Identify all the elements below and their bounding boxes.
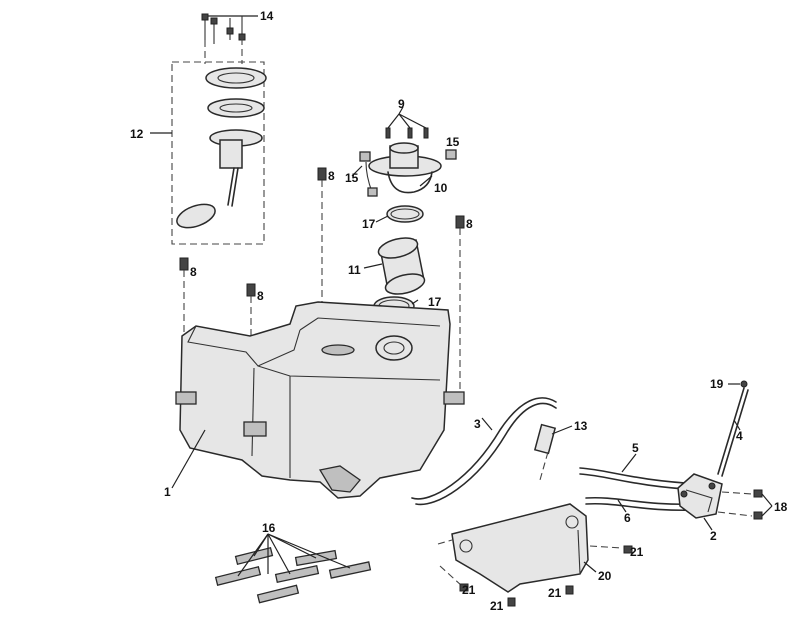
fuel-pump-2 bbox=[677, 473, 723, 519]
callout-15-right: 15 bbox=[446, 135, 460, 149]
callout-21-left: 21 bbox=[462, 583, 476, 597]
callout-19: 19 bbox=[710, 377, 724, 391]
callout-8-upper: 8 bbox=[328, 169, 335, 183]
callout-15-left: 15 bbox=[345, 171, 359, 185]
callout-3: 3 bbox=[474, 417, 481, 431]
callout-17-upper: 17 bbox=[362, 217, 376, 231]
vent-tube-4 bbox=[717, 380, 749, 477]
callout-6: 6 bbox=[624, 511, 631, 525]
callout-4: 4 bbox=[736, 429, 743, 443]
callout-21-right: 21 bbox=[630, 545, 644, 559]
callout-8-mid: 8 bbox=[257, 289, 264, 303]
filler-neck-10 bbox=[368, 113, 442, 194]
clips-15 bbox=[359, 149, 457, 197]
screws-14 bbox=[201, 13, 258, 64]
callout-13: 13 bbox=[574, 419, 588, 433]
callout-18: 18 bbox=[774, 500, 788, 514]
callout-14: 14 bbox=[260, 9, 274, 23]
bolts-18 bbox=[717, 489, 763, 520]
callout-16: 16 bbox=[262, 521, 276, 535]
callout-2: 2 bbox=[710, 529, 717, 543]
callout-9: 9 bbox=[398, 97, 405, 111]
callout-labels: 14 12 9 15 15 10 8 17 8 11 8 8 17 19 3 1… bbox=[130, 9, 788, 613]
callout-5: 5 bbox=[632, 441, 639, 455]
bolts-21 bbox=[459, 545, 633, 607]
fuel-filter-13 bbox=[533, 423, 557, 481]
callout-11: 11 bbox=[348, 263, 361, 277]
fuel-hoses bbox=[411, 397, 701, 512]
callout-8-right: 8 bbox=[466, 217, 473, 231]
callout-8-left: 8 bbox=[190, 265, 197, 279]
callout-12: 12 bbox=[130, 127, 144, 141]
callout-leaders bbox=[150, 106, 773, 577]
filler-hose-11 bbox=[373, 205, 426, 316]
callout-10: 10 bbox=[434, 181, 448, 195]
heat-shield-20 bbox=[437, 503, 623, 593]
fuel-tank-1 bbox=[175, 301, 465, 499]
fuel-pump-assembly-12 bbox=[171, 61, 267, 245]
callout-21-bottom: 21 bbox=[490, 599, 504, 613]
callout-1: 1 bbox=[164, 485, 171, 499]
callout-21-bottom-right: 21 bbox=[548, 586, 562, 600]
callout-20: 20 bbox=[598, 569, 612, 583]
callout-17-lower: 17 bbox=[428, 295, 442, 309]
